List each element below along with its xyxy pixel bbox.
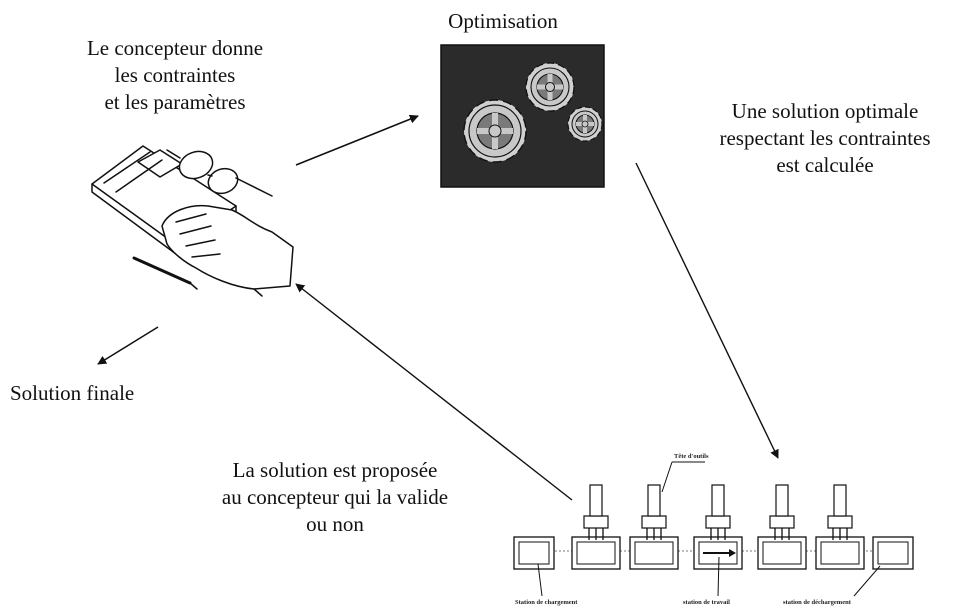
label-work-station: station de travail xyxy=(683,599,730,606)
arrow-to-optimisation xyxy=(295,114,419,166)
work-station-2 xyxy=(629,484,679,570)
label-loading-station: Station de chargement xyxy=(515,599,578,606)
work-station-3 xyxy=(693,484,743,570)
label-tool-head: Tête d'outils xyxy=(674,453,709,460)
label-unloading-station: station de déchargement xyxy=(783,599,852,606)
optimisation-title: Optimisation xyxy=(448,9,558,33)
designer-hand-drawing xyxy=(91,145,294,297)
arrow-to-final xyxy=(97,326,159,365)
transfer-line-drawing: Tête d'outils Station de chargement stat… xyxy=(513,453,914,606)
work-station-1 xyxy=(571,484,621,570)
arrow-to-designer xyxy=(295,283,573,501)
work-station-5 xyxy=(815,484,865,570)
final-solution-text: Solution finale xyxy=(10,381,135,405)
optimisation-gears-image xyxy=(440,44,605,188)
arrow-to-line xyxy=(635,162,779,459)
work-station-4 xyxy=(757,484,807,570)
